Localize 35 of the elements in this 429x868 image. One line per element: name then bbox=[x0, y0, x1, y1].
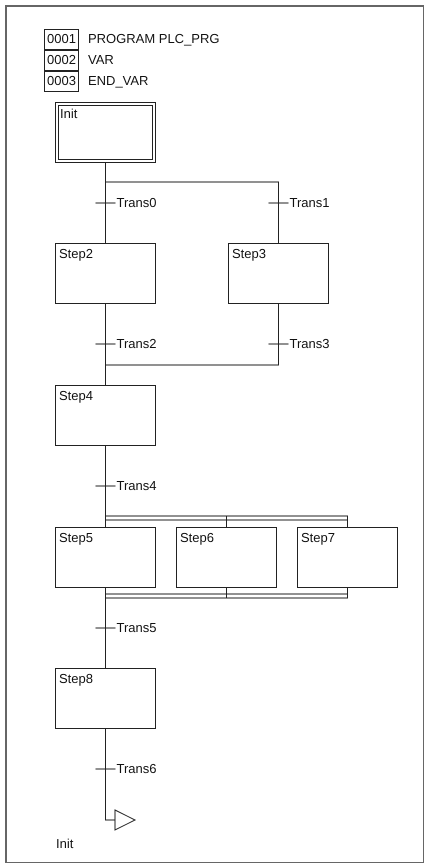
line-number: 0001 bbox=[44, 29, 79, 50]
code-text: END_VAR bbox=[88, 72, 148, 90]
step-box bbox=[55, 668, 156, 729]
step-name: Step6 bbox=[180, 530, 215, 545]
code-text: VAR bbox=[88, 51, 114, 69]
transition-label: Trans4 bbox=[116, 478, 158, 493]
connector-line bbox=[105, 162, 279, 244]
step-name: Step5 bbox=[59, 530, 94, 545]
transition-label: Trans1 bbox=[288, 195, 330, 210]
code-text: PROGRAM PLC_PRG bbox=[88, 30, 220, 48]
step-box bbox=[176, 527, 277, 588]
transition-label: Trans6 bbox=[116, 761, 158, 776]
step-box bbox=[55, 385, 156, 446]
step-box bbox=[55, 527, 156, 588]
connector-line bbox=[105, 588, 348, 668]
connector-line bbox=[105, 304, 279, 386]
jump-target-label: Init bbox=[55, 836, 74, 851]
transition-label: Trans5 bbox=[116, 620, 158, 635]
initial-step-box bbox=[55, 102, 156, 163]
transition-label: Trans3 bbox=[288, 336, 330, 351]
transition-label: Trans2 bbox=[116, 336, 158, 351]
step-name: Init bbox=[60, 106, 78, 121]
step-box bbox=[228, 243, 329, 304]
jump-arrow bbox=[105, 728, 136, 830]
step-box bbox=[297, 527, 398, 588]
step-name: Step3 bbox=[232, 246, 267, 261]
transition-label: Trans0 bbox=[116, 195, 158, 210]
line-number: 0002 bbox=[44, 50, 79, 71]
step-box bbox=[55, 243, 156, 304]
step-name: Step7 bbox=[301, 530, 336, 545]
step-name: Step8 bbox=[59, 671, 94, 686]
connector-line bbox=[105, 446, 348, 528]
line-number: 0003 bbox=[44, 71, 79, 92]
step-name: Step4 bbox=[59, 388, 94, 403]
step-name: Step2 bbox=[59, 246, 94, 261]
